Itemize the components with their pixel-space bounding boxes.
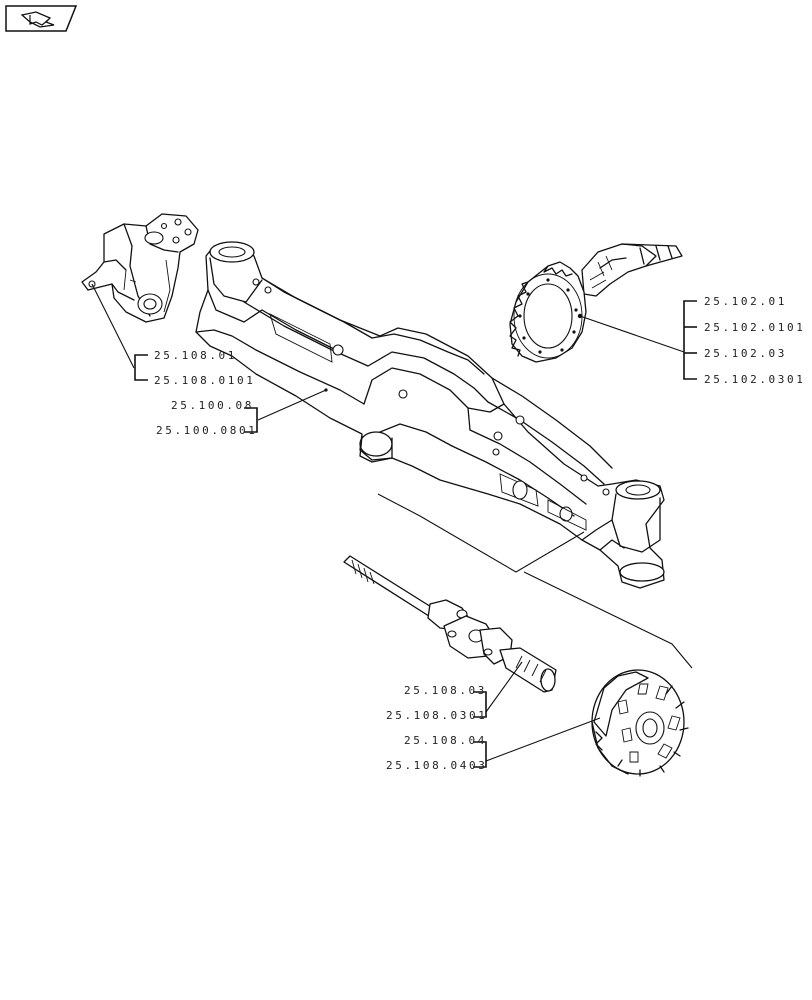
- ring-pinion-gear-drawing: [509, 243, 683, 363]
- axle-housing-drawing: [195, 241, 665, 589]
- callout-ring-pinion-d[interactable]: 25.102.0301: [704, 373, 805, 386]
- callout-ring-pinion-c[interactable]: 25.102.03: [704, 347, 787, 360]
- callout-ring-pinion-a[interactable]: 25.102.01: [704, 295, 787, 308]
- callout-knuckle-b[interactable]: 25.108.0101: [154, 374, 255, 387]
- callout-hub-a[interactable]: 25.108.04: [404, 734, 487, 747]
- wheel-hub-drawing: [591, 669, 689, 777]
- steering-knuckle-drawing: [81, 213, 199, 323]
- drive-shaft-drawing: [343, 555, 557, 693]
- callout-drive-shaft-a[interactable]: 25.108.03: [404, 684, 487, 697]
- leader-lines: [91, 283, 693, 762]
- callout-axle-housing-b[interactable]: 25.100.0801: [156, 424, 257, 437]
- callout-knuckle-a[interactable]: 25.108.01: [154, 349, 237, 362]
- callout-hub-b[interactable]: 25.108.0403: [386, 759, 487, 772]
- callout-axle-housing-a[interactable]: 25.100.08: [171, 399, 254, 412]
- callout-ring-pinion-b[interactable]: 25.102.0101: [704, 321, 805, 334]
- callout-brackets: [134, 300, 697, 768]
- callout-drive-shaft-b[interactable]: 25.108.0301: [386, 709, 487, 722]
- back-arrow-icon[interactable]: [5, 5, 78, 32]
